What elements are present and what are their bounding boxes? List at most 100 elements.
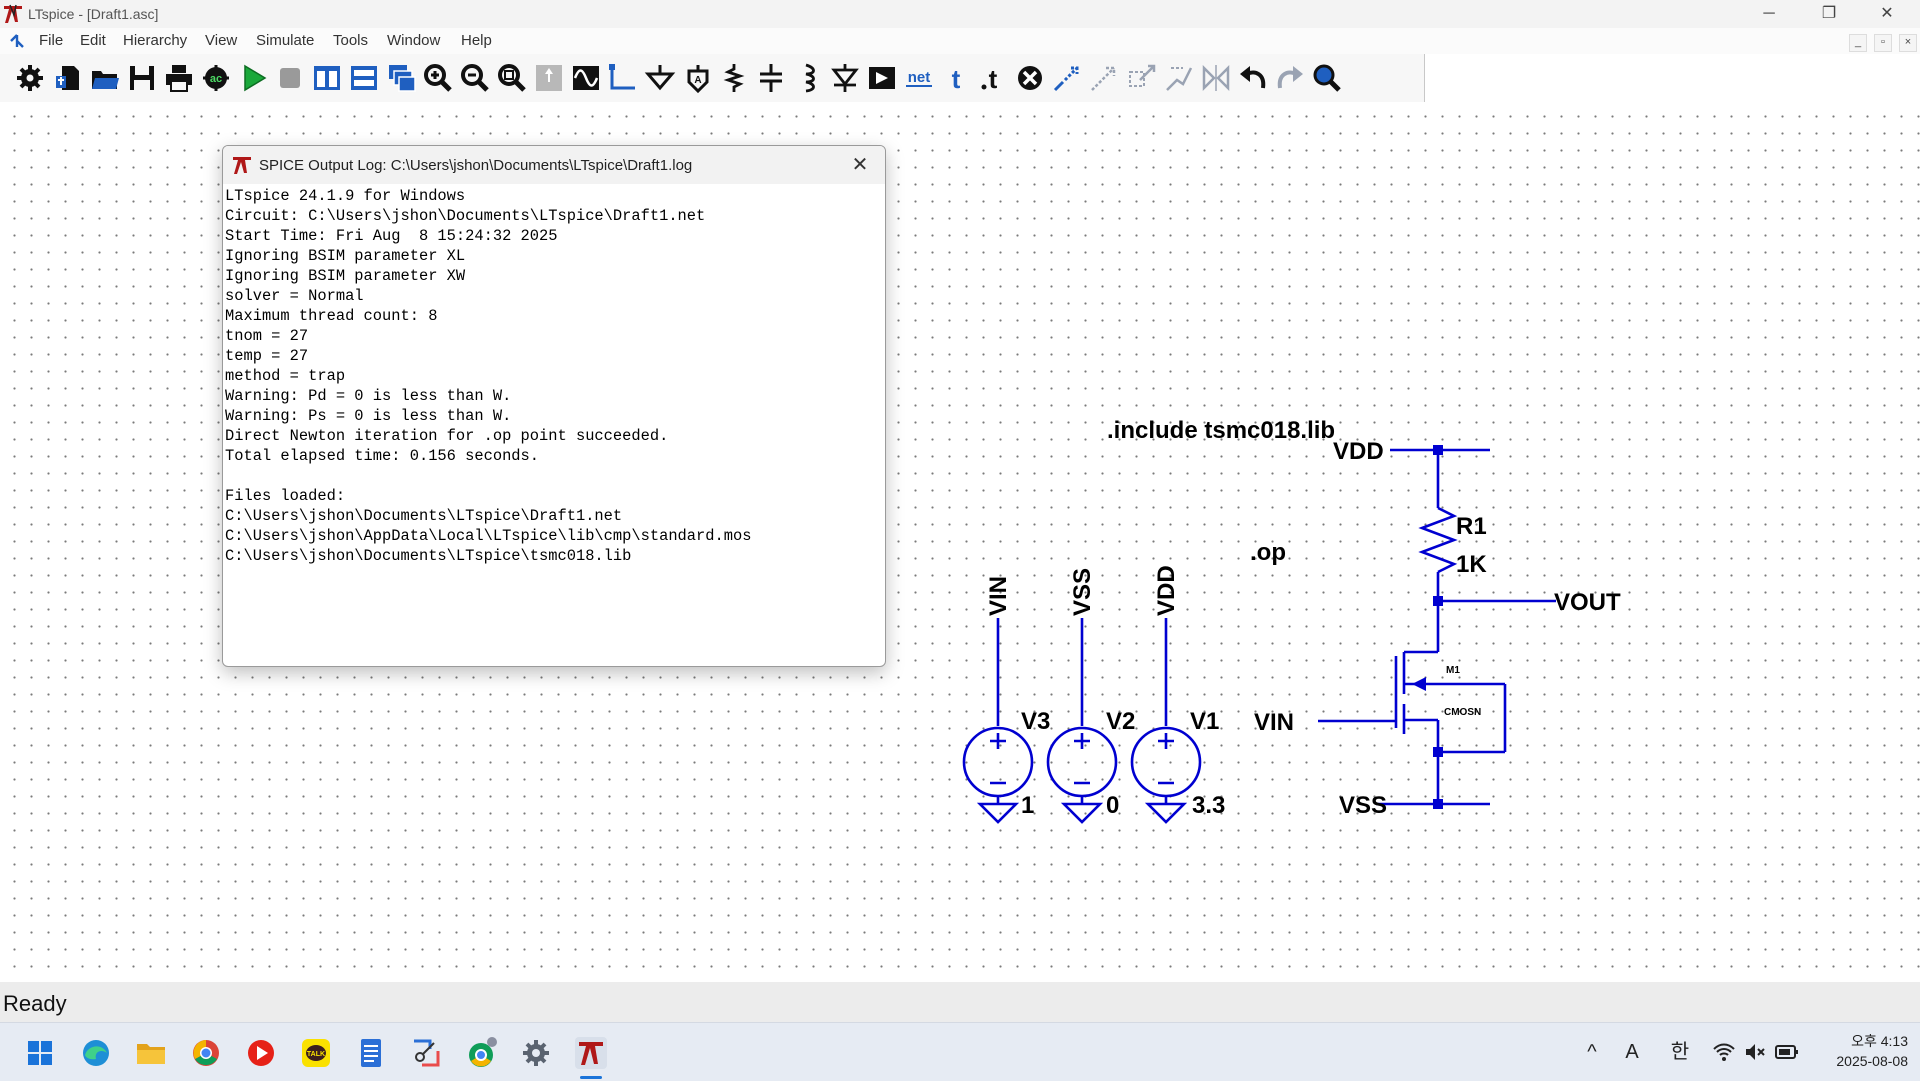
save-disk-icon[interactable]	[126, 62, 158, 94]
m1-name-label[interactable]: M1	[1446, 665, 1460, 676]
diode-icon[interactable]	[829, 62, 861, 94]
snipping-tool-icon[interactable]	[406, 1033, 446, 1073]
kakaotalk-icon[interactable]: TALK	[296, 1033, 336, 1073]
log-title-bar[interactable]: SPICE Output Log: C:\Users\jshon\Documen…	[223, 146, 885, 184]
find-icon[interactable]	[1311, 62, 1343, 94]
vout-net-label[interactable]: VOUT	[1554, 589, 1621, 616]
drag-icon[interactable]	[1126, 62, 1158, 94]
close-window-button[interactable]: ✕	[1880, 5, 1894, 22]
menu-tools[interactable]: Tools	[333, 32, 369, 49]
menu-window[interactable]: Window	[387, 32, 441, 49]
v2-net-label[interactable]: VSS	[1069, 568, 1096, 616]
draw-wire-icon[interactable]	[607, 62, 639, 94]
ime-english-indicator[interactable]: A	[1625, 1041, 1639, 1063]
notepad-icon[interactable]	[351, 1033, 391, 1073]
zoom-fit-icon[interactable]	[496, 62, 528, 94]
tray-chevron-icon[interactable]: ^	[1587, 1041, 1597, 1063]
media-player-icon[interactable]	[241, 1033, 281, 1073]
print-icon[interactable]	[163, 62, 195, 94]
v3-net-label[interactable]: VIN	[985, 576, 1012, 616]
zoom-out-icon[interactable]	[459, 62, 491, 94]
ground-symbol-icon[interactable]	[644, 62, 676, 94]
chrome-icon[interactable]	[186, 1033, 226, 1073]
halt-simulation-icon[interactable]	[274, 62, 306, 94]
spice-output-log-window[interactable]: SPICE Output Log: C:\Users\jshon\Documen…	[222, 145, 886, 667]
log-text-area[interactable]: LTspice 24.1.9 for Windows Circuit: C:\U…	[225, 186, 879, 660]
waveform-viewer-icon[interactable]	[570, 62, 602, 94]
schematic-doc-icon[interactable]	[8, 32, 26, 50]
menu-hierarchy[interactable]: Hierarchy	[123, 32, 188, 49]
menu-edit[interactable]: Edit	[80, 32, 106, 49]
menu-view[interactable]: View	[205, 32, 238, 49]
capacitor-icon[interactable]	[755, 62, 787, 94]
status-text: Ready	[3, 991, 67, 1016]
menu-simulate[interactable]: Simulate	[256, 32, 315, 49]
new-schematic-icon[interactable]	[52, 62, 84, 94]
move-icon[interactable]	[1088, 62, 1120, 94]
mdi-restore-button[interactable]: ▫	[1874, 34, 1892, 52]
svg-text:t: t	[989, 64, 998, 94]
spice-netlist-icon[interactable]: net	[903, 62, 935, 94]
component-icon[interactable]	[866, 62, 898, 94]
vss-net-label[interactable]: VSS	[1339, 792, 1387, 819]
open-folder-icon[interactable]	[89, 62, 121, 94]
redo-icon[interactable]	[1274, 62, 1306, 94]
v1-name-label[interactable]: V1	[1190, 708, 1219, 735]
settings-gear-icon[interactable]	[14, 62, 46, 94]
vdd-net-label[interactable]: VDD	[1333, 438, 1384, 465]
duplicate-icon[interactable]	[1051, 62, 1083, 94]
tile-horizontal-icon[interactable]	[348, 62, 380, 94]
maximize-window-button[interactable]: ❐	[1821, 5, 1837, 22]
log-line: Start Time: Fri Aug 8 15:24:32 2025	[225, 227, 558, 245]
m1-model-label[interactable]: CMOSN	[1444, 707, 1481, 718]
menu-help[interactable]: Help	[461, 32, 492, 49]
ime-korean-indicator[interactable]: 한	[1670, 1041, 1690, 1063]
text-icon[interactable]: t	[940, 62, 972, 94]
ac-analysis-icon[interactable]: ac	[200, 62, 232, 94]
zoom-in-icon[interactable]	[422, 62, 454, 94]
mirror-icon[interactable]	[1200, 62, 1232, 94]
spice-directive-icon[interactable]: t	[977, 62, 1009, 94]
chrome-profile-icon[interactable]	[461, 1033, 501, 1073]
inductor-icon[interactable]	[792, 62, 824, 94]
v1-value-label[interactable]: 3.3	[1192, 792, 1225, 819]
wires	[962, 448, 1556, 824]
v2-name-label[interactable]: V2	[1106, 708, 1135, 735]
delete-icon[interactable]	[1014, 62, 1046, 94]
edge-browser-icon[interactable]	[76, 1033, 116, 1073]
undo-icon[interactable]	[1237, 62, 1269, 94]
pan-icon[interactable]	[533, 62, 565, 94]
mdi-close-button[interactable]: ×	[1899, 34, 1917, 52]
v3-name-label[interactable]: V3	[1021, 708, 1050, 735]
r1-name-label[interactable]: R1	[1456, 513, 1487, 540]
v3-value-label[interactable]: 1	[1021, 792, 1034, 819]
system-clock[interactable]: 오후 4:13 2025-08-08	[1808, 1031, 1908, 1071]
file-explorer-icon[interactable]	[131, 1033, 171, 1073]
settings-icon[interactable]	[516, 1033, 556, 1073]
log-line: Circuit: C:\Users\jshon\Documents\LTspic…	[225, 207, 706, 225]
menu-file[interactable]: File	[39, 32, 64, 49]
ltspice-taskbar-icon[interactable]	[571, 1033, 611, 1073]
mdi-minimize-button[interactable]: _	[1849, 34, 1867, 52]
stretch-icon[interactable]	[1163, 62, 1195, 94]
op-directive[interactable]: .op	[1250, 539, 1286, 566]
resistor-icon[interactable]	[718, 62, 750, 94]
net-label-icon[interactable]: A	[682, 62, 714, 94]
run-simulation-icon[interactable]	[238, 62, 270, 94]
wifi-icon[interactable]	[1712, 1040, 1736, 1064]
v1-net-label[interactable]: VDD	[1153, 565, 1180, 616]
tile-vertical-icon[interactable]	[311, 62, 343, 94]
windows-start-icon[interactable]	[20, 1033, 60, 1073]
clock-date: 2025-08-08	[1836, 1053, 1908, 1069]
v2-value-label[interactable]: 0	[1106, 792, 1119, 819]
log-close-button[interactable]: ✕	[851, 154, 869, 176]
volume-muted-icon[interactable]	[1743, 1040, 1767, 1064]
log-line: temp = 27	[225, 347, 309, 365]
include-directive[interactable]: .include tsmc018.lib	[1107, 417, 1335, 444]
vin-net-label[interactable]: VIN	[1254, 709, 1294, 736]
r1-value-label[interactable]: 1K	[1456, 551, 1487, 578]
battery-icon[interactable]	[1774, 1040, 1800, 1064]
minimize-window-button[interactable]: ─	[1763, 5, 1775, 22]
cascade-windows-icon[interactable]	[386, 62, 418, 94]
ltspice-log-icon	[233, 157, 251, 174]
